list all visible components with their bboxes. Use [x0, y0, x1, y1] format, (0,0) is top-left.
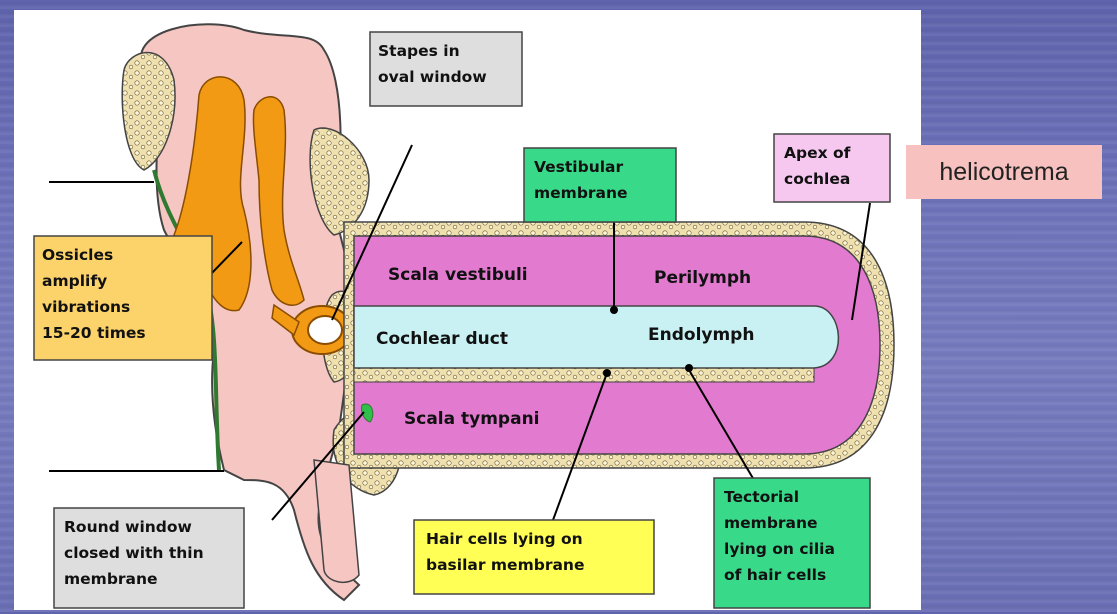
- stapes-label-line2: oval window: [378, 68, 487, 86]
- ossicles-label-line3: vibrations: [42, 298, 130, 316]
- perilymph-label: Perilymph: [654, 268, 751, 288]
- apex-label-box: Apex of cochlea: [774, 134, 890, 202]
- vestibular-label-line2: membrane: [534, 184, 628, 202]
- ossicles-label-box: Ossicles amplify vibrations 15-20 times: [34, 236, 212, 360]
- hair-cell-dot: [603, 369, 611, 377]
- hair-cells-label-box: Hair cells lying on basilar membrane: [414, 520, 654, 594]
- tectorial-dot: [685, 364, 693, 372]
- tectorial-label-line4: of hair cells: [724, 566, 826, 584]
- basilar-membrane-strip: [354, 368, 814, 382]
- scala-vestibuli-label: Scala vestibuli: [388, 265, 528, 285]
- apex-label-line1: Apex of: [784, 144, 851, 162]
- vestibular-label-line1: Vestibular: [534, 158, 624, 176]
- helicotrema-label: helicotrema: [906, 145, 1102, 199]
- round-window-label-line2: closed with thin: [64, 544, 204, 562]
- hair-cells-label-line1: Hair cells lying on: [426, 530, 583, 548]
- hair-cells-label-line2: basilar membrane: [426, 556, 584, 574]
- tectorial-label-line2: membrane: [724, 514, 818, 532]
- tectorial-label-line3: lying on cilia: [724, 540, 835, 558]
- endolymph-label: Endolymph: [648, 325, 754, 345]
- ossicles-label-line1: Ossicles: [42, 246, 113, 264]
- round-window-label-box: Round window closed with thin membrane: [54, 508, 244, 608]
- scala-tympani-label: Scala tympani: [404, 409, 540, 429]
- diagram-slide: Stapes in oval window Vestibular membran…: [14, 10, 921, 610]
- cochlea-diagram: Stapes in oval window Vestibular membran…: [14, 10, 921, 610]
- vestibular-dot: [610, 306, 618, 314]
- cochlear-duct-label: Cochlear duct: [376, 329, 508, 349]
- stapes-inner: [308, 316, 342, 344]
- round-window-label-line1: Round window: [64, 518, 192, 536]
- tectorial-label-box: Tectorial membrane lying on cilia of hai…: [714, 478, 870, 608]
- round-window-label-line3: membrane: [64, 570, 158, 588]
- vestibular-label-box: Vestibular membrane: [524, 148, 676, 222]
- stapes-label-line1: Stapes in: [378, 42, 460, 60]
- apex-label-line2: cochlea: [784, 170, 850, 188]
- stapes-label-box: Stapes in oval window: [370, 32, 522, 106]
- ossicles-label-line2: amplify: [42, 272, 107, 290]
- tectorial-label-line1: Tectorial: [724, 488, 799, 506]
- ossicles-label-line4: 15-20 times: [42, 324, 146, 342]
